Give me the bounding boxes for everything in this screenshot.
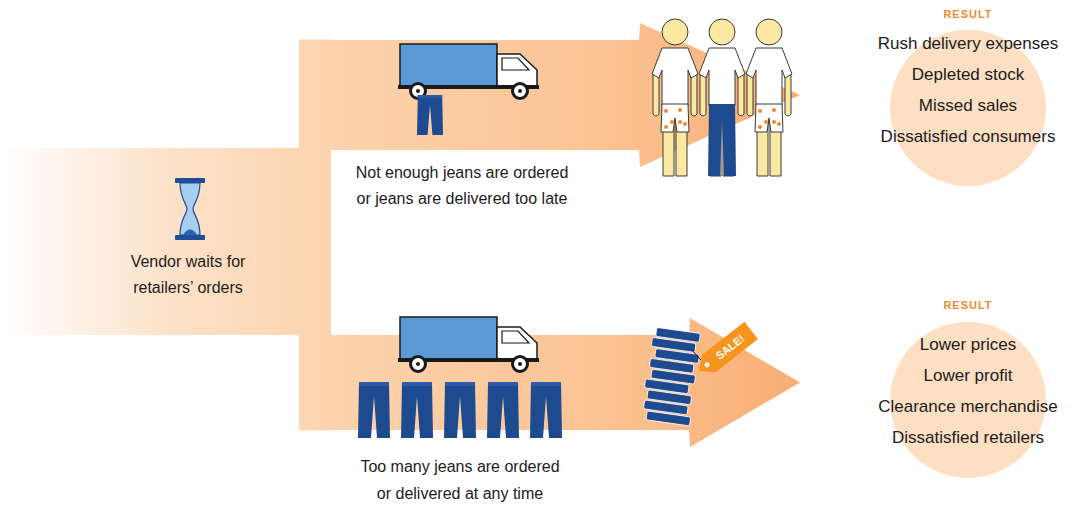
flow-arrow xyxy=(689,318,800,447)
jeans-icon xyxy=(530,382,562,438)
result-heading: RESULT xyxy=(828,297,1088,313)
jeans-icon xyxy=(417,95,443,135)
consumer-figure xyxy=(708,104,736,176)
band-caption: Too many jeans are ordered or delivered … xyxy=(355,453,565,507)
jeans-stack xyxy=(643,400,688,415)
result-heading: RESULT xyxy=(828,6,1088,22)
jeans-stack xyxy=(651,369,696,384)
sale-tag xyxy=(704,361,711,368)
jeans-icon xyxy=(444,382,476,438)
consumer-figure xyxy=(699,19,745,176)
result-group: RESULT Rush delivery expensesDepleted sto… xyxy=(800,0,1088,200)
flow-arrow xyxy=(639,23,800,167)
result-item: Clearance merchandise xyxy=(828,395,1088,419)
hourglass-icon xyxy=(175,178,205,240)
truck-icon xyxy=(398,317,539,372)
result-group: RESULT Lower pricesLower profitClearance … xyxy=(800,290,1088,490)
sale-tag xyxy=(692,322,758,380)
band-caption: Not enough jeans are ordered or jeans ar… xyxy=(351,160,573,212)
result-item: Lower profit xyxy=(828,364,1088,388)
jeans-stack xyxy=(655,348,700,363)
consumer-figure xyxy=(652,19,698,176)
jeans-icon xyxy=(487,382,519,438)
jeans-icon xyxy=(401,382,433,438)
jeans-stack xyxy=(656,327,701,342)
result-item: Dissatisfied retailers xyxy=(828,426,1088,450)
result-item: Lower prices xyxy=(828,333,1088,357)
branch-band: Too many jeans are ordered or delivered … xyxy=(330,335,690,430)
branch-band: Not enough jeans are ordered or jeans ar… xyxy=(330,40,640,150)
jeans-stack xyxy=(640,327,702,426)
tag-string xyxy=(692,350,707,365)
sale-tag xyxy=(692,322,758,380)
result-item: Missed sales xyxy=(828,94,1088,118)
result-item: Dissatisfied consumers xyxy=(828,125,1088,149)
jeans-stack xyxy=(644,379,689,394)
band-caption: Vendor waits for retailers’ orders xyxy=(113,249,263,301)
hourglass-icon xyxy=(180,183,200,235)
jeans-stack xyxy=(651,337,696,352)
jeans-stack xyxy=(647,390,692,405)
result-item: Depleted stock xyxy=(828,63,1088,87)
consumer-figure xyxy=(746,19,792,176)
flow-band xyxy=(299,241,331,431)
consumer-figure xyxy=(755,104,783,132)
jeans-icon xyxy=(358,382,390,438)
jeans-stack xyxy=(649,358,694,373)
consumer-figure xyxy=(652,19,698,176)
result-item: Rush delivery expenses xyxy=(828,32,1088,56)
hourglass-icon xyxy=(175,178,205,183)
consumer-figure xyxy=(661,104,689,132)
jeans-stack xyxy=(646,411,691,426)
hourglass-icon xyxy=(183,230,197,236)
start-band: Vendor waits for retailers’ orders xyxy=(0,148,300,335)
consumer-figure xyxy=(699,19,745,176)
hourglass-icon xyxy=(175,235,205,240)
flow-band xyxy=(299,40,331,243)
consumer-figure xyxy=(746,19,792,176)
truck-icon xyxy=(398,44,539,99)
